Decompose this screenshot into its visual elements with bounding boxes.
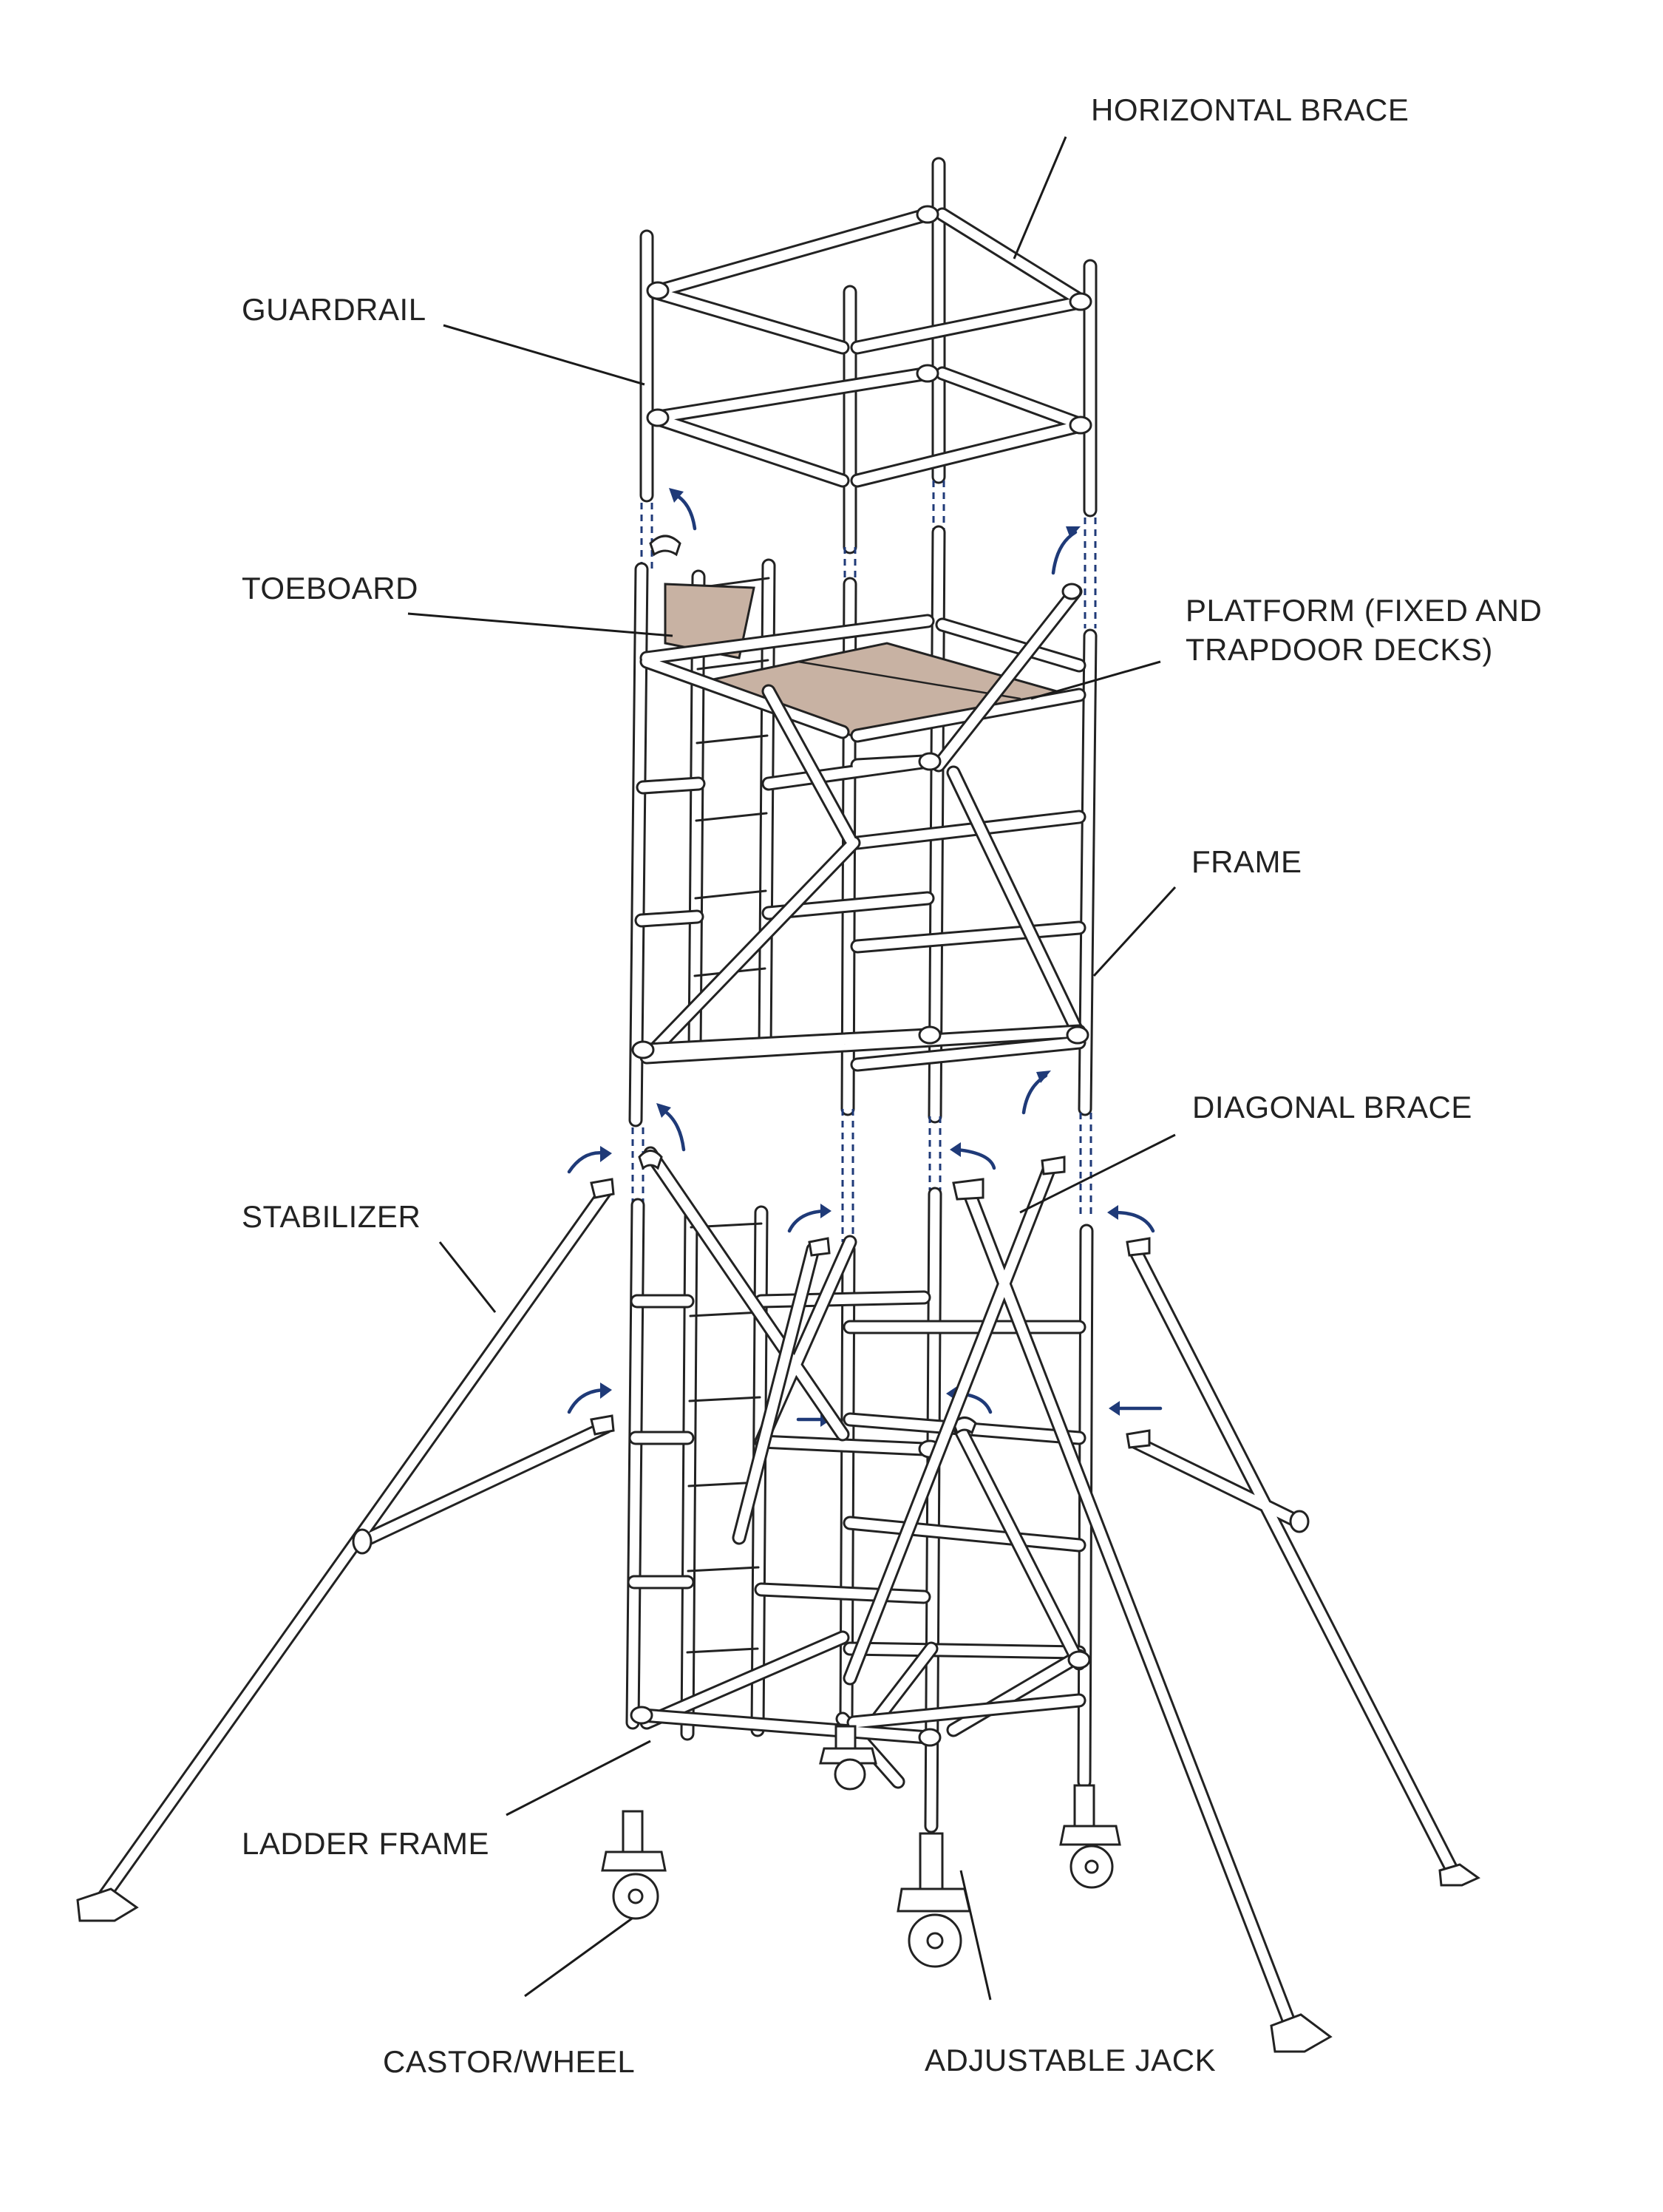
castor-front-left — [601, 1810, 667, 1920]
guardrail-uprights — [639, 157, 1098, 554]
label-adjustable-jack: ADJUSTABLE JACK — [925, 2043, 1216, 2077]
castor-rear-center — [819, 1725, 877, 1791]
label-horizontal-brace: HORIZONTAL BRACE — [1091, 92, 1409, 127]
insertion-arrows-top — [669, 488, 1081, 575]
leader-horizontal-brace — [1013, 136, 1067, 259]
leader-toeboard — [407, 612, 673, 637]
upper-frame-rungs — [634, 754, 1086, 954]
lower-joints — [630, 1150, 1091, 1747]
label-diagonal-brace: DIAGONAL BRACE — [1192, 1090, 1472, 1124]
label-guardrail: GUARDRAIL — [242, 292, 426, 327]
lower-frame-section — [625, 1146, 1094, 1833]
label-stabilizer: STABILIZER — [242, 1199, 421, 1234]
leader-platform — [1030, 660, 1161, 700]
lower-uprights — [625, 1187, 1094, 1833]
leader-adjustable-jack — [959, 1870, 992, 2001]
leader-diagonal-brace — [1019, 1133, 1176, 1214]
leader-stabilizer — [438, 1241, 497, 1313]
label-castor-wheel: CASTOR/WHEEL — [383, 2044, 635, 2079]
horizontal-brace-top — [647, 207, 1090, 355]
leader-lines — [407, 136, 1177, 2001]
horizontal-brace-lower — [647, 366, 1090, 488]
upper-frame-section — [628, 525, 1098, 1127]
guardrail-joints — [646, 205, 1092, 435]
label-platform-line2: TRAPDOOR DECKS) — [1186, 632, 1493, 667]
lower-frame-rungs — [627, 1290, 1086, 1660]
label-toeboard: TOEBOARD — [242, 571, 418, 605]
stabilizer-front-right — [843, 1156, 1333, 2053]
label-frame: FRAME — [1191, 844, 1302, 879]
insertion-arrows-middle — [567, 1071, 1163, 1427]
lower-base-tubes — [636, 1693, 1086, 1745]
labels: HORIZONTAL BRACE GUARDRAIL TOEBOARD PLAT… — [242, 92, 1542, 2079]
stabilizer-right — [1126, 1237, 1480, 1887]
stabilizer-center — [732, 1237, 831, 1545]
leader-castor-wheel — [524, 1917, 633, 1998]
leader-guardrail — [443, 324, 645, 386]
upper-base-tubes — [639, 1024, 1086, 1072]
connection-guides-top — [640, 481, 1097, 628]
label-platform-line1: PLATFORM (FIXED AND — [1186, 593, 1542, 628]
leader-frame — [1092, 886, 1177, 977]
leader-ladder-frame — [506, 1740, 651, 1816]
upper-joints — [631, 535, 1089, 1059]
upper-uprights — [628, 525, 1098, 1127]
guardrail-section — [639, 157, 1098, 554]
upper-diagonal-braces — [647, 584, 1086, 1057]
stabilizer-left — [76, 1178, 615, 1922]
lower-diagonal-braces — [639, 1146, 1086, 1789]
castor-front-center — [897, 1832, 971, 1968]
upper-guardrail-tubes — [639, 614, 1086, 743]
label-ladder-frame: LADDER FRAME — [242, 1826, 489, 1861]
castor-rear-right — [1059, 1784, 1121, 1889]
